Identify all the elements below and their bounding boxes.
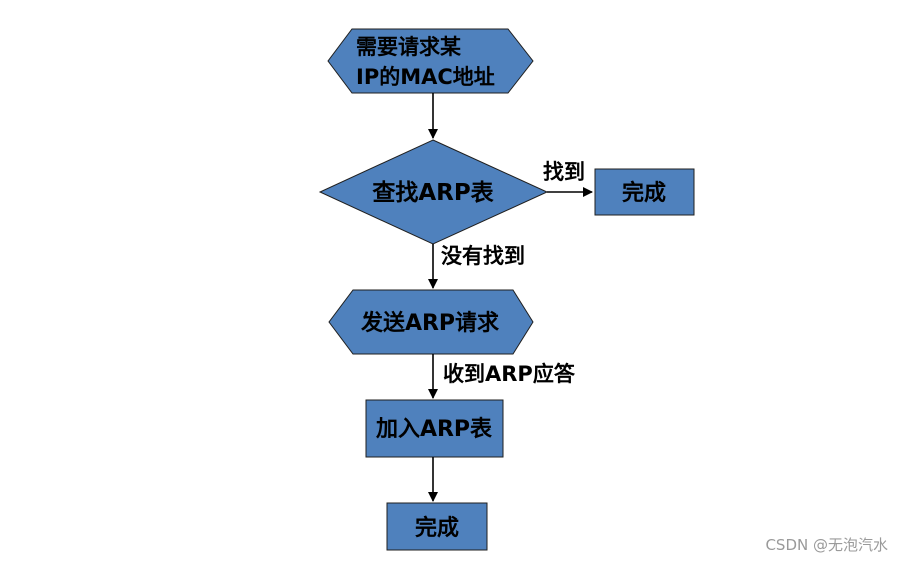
node-done-bottom: 完成: [386, 502, 488, 551]
node-send-request: 发送ARP请求: [328, 289, 534, 355]
node-add-table: 加入ARP表: [365, 399, 504, 458]
edge-label-reply-received: 收到ARP应答: [443, 362, 576, 386]
hexagon-shape: [328, 289, 534, 355]
node-request-mac: 需要请求某 IP的MAC地址: [327, 28, 534, 94]
hexagon-shape: [327, 28, 534, 94]
node-add-table-label: 加入ARP表: [375, 417, 493, 442]
rect-shape: [594, 168, 695, 216]
edge-label-found: 找到: [543, 160, 585, 184]
rect-shape: [365, 399, 504, 458]
node-done-bottom-label: 完成: [415, 515, 459, 541]
node-lookup-arp-label: 查找ARP表: [372, 180, 494, 206]
node-request-mac-line2: IP的MAC地址: [356, 65, 495, 89]
edge-label-not-found: 没有找到: [441, 244, 525, 268]
node-request-mac-line1: 需要请求某: [356, 35, 462, 59]
node-done-top-label: 完成: [622, 180, 666, 206]
node-done-top: 完成: [594, 168, 695, 216]
node-send-request-label: 发送ARP请求: [360, 310, 499, 336]
watermark-text: CSDN @无泡汽水: [765, 536, 888, 554]
node-lookup-arp: 查找ARP表: [318, 139, 549, 245]
rect-shape: [386, 502, 488, 551]
